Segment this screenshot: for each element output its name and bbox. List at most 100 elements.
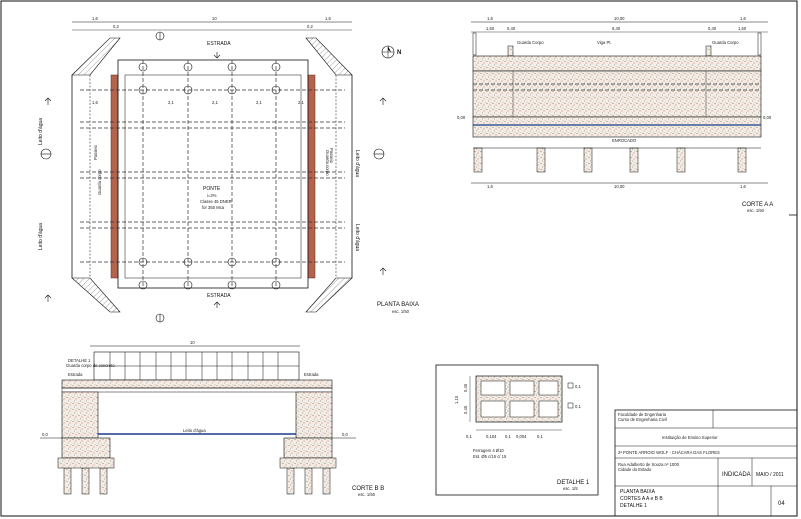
svg-text:6,40: 6,40: [612, 26, 621, 31]
svg-text:Guarda Corpo: Guarda Corpo: [517, 40, 544, 45]
plan-dim-2: 10: [212, 16, 217, 21]
svg-text:1,6: 1,6: [740, 16, 746, 21]
section-bb-piles: [63, 467, 331, 495]
svg-text:0,40: 0,40: [507, 26, 516, 31]
svg-text:Guarda corpo: Guarda corpo: [97, 169, 102, 195]
tb-author: Rua Adalberto de Souza nº 1000: [618, 462, 680, 467]
svg-text:1,10: 1,10: [454, 395, 459, 404]
svg-text:1,50: 1,50: [738, 26, 747, 31]
svg-text:1,6: 1,6: [487, 184, 493, 189]
section-aa-piles: [473, 147, 747, 173]
section-marker-b-top: [155, 31, 165, 41]
svg-text:2,1: 2,1: [256, 100, 262, 105]
svg-text:0,0: 0,0: [342, 432, 348, 437]
svg-text:0,00: 0,00: [457, 115, 466, 120]
title-block: Faculdade de Engenharia Curso de Engenha…: [614, 409, 798, 517]
plan-water-right-2: Leito d'água: [354, 224, 360, 251]
tb-subject: 2ª PONTE ARROIO WOLF - CHÁCARA DAS FLORE…: [618, 450, 720, 455]
svg-text:Estrada: Estrada: [304, 372, 319, 377]
svg-text:10,00: 10,00: [614, 184, 625, 189]
svg-text:Viga Pt.: Viga Pt.: [597, 40, 612, 45]
tb-author2: Cidade do Estado: [618, 467, 652, 472]
section-bb-title: CORTE B B: [352, 486, 384, 492]
svg-text:0,1: 0,1: [575, 404, 581, 409]
tb-course: Curso de Engenharia Civil: [618, 417, 667, 422]
section-marker-b-bottom: [155, 313, 165, 323]
svg-text:2,1: 2,1: [168, 100, 174, 105]
pile-markers-top: [138, 62, 281, 290]
passeio-left: [110, 74, 119, 279]
svg-text:DETALHE 1: DETALHE 1: [68, 358, 91, 363]
section-aa-title: CORTE A A: [742, 202, 773, 208]
svg-text:Passeio: Passeio: [93, 144, 98, 160]
section-aa-scale: esc. 1/50: [747, 208, 765, 213]
svg-text:Guarda Corpo: Guarda Corpo: [712, 40, 739, 45]
section-bb-bed: Leito d'água: [183, 428, 206, 433]
tb-sheet: 04: [778, 501, 785, 507]
plan-water-left-1: Leito d'água: [38, 118, 44, 145]
section-marker-a-right: [373, 148, 385, 160]
svg-text:0,40: 0,40: [708, 26, 717, 31]
svg-text:Passeio: Passeio: [329, 148, 334, 164]
section-bb: 10 DETALHE 1 Guarda corpo de concreto: [40, 340, 384, 497]
svg-text:0,00: 0,00: [763, 115, 772, 120]
tb-company: Faculdade de Engenharia: [618, 412, 667, 417]
plan-scale: esc. 1/50: [392, 309, 410, 314]
section-bb-scale: esc. 1/50: [358, 492, 376, 497]
svg-text:1,50: 1,50: [486, 26, 495, 31]
detail-rebar-1: Ferragem 4 Ø10: [473, 448, 504, 453]
svg-text:Estrada: Estrada: [68, 372, 83, 377]
passeio-right: [307, 74, 316, 279]
detail-1: 0,45 0,45 1,10 0,1 0,104 0,1 0,004 0,1 0…: [435, 364, 599, 496]
svg-text:Guarda corpo de concreto: Guarda corpo de concreto: [66, 363, 115, 368]
section-aa-center-label: ENROCADO: [612, 138, 637, 143]
svg-text:1,6: 1,6: [92, 100, 98, 105]
svg-text:0,1: 0,1: [466, 434, 472, 439]
tb-scale: INDICADA: [722, 472, 751, 478]
detail-title: DETALHE 1: [557, 480, 590, 486]
plan-dim-3: 1,6: [325, 16, 331, 21]
tb-content-2: CORTES A A e B B: [620, 496, 663, 502]
svg-text:0,1: 0,1: [505, 434, 511, 439]
svg-text:for 350 Mca: for 350 Mca: [202, 205, 225, 210]
plan-title: PLANTA BAIXA: [377, 302, 419, 308]
svg-text:Guarda corpo: Guarda corpo: [325, 150, 330, 176]
plan-road-bottom: ESTRADA: [207, 293, 231, 299]
plan-water-left-2: Leito d'água: [38, 223, 44, 250]
section-aa: 1,6 10,00 1,6 1,50 0,40 6,40 0,40 1,50 G…: [457, 16, 773, 213]
svg-text:Classe 45 DNER: Classe 45 DNER: [200, 199, 232, 204]
tb-project: Instituição de Ensino Superior: [662, 435, 718, 440]
section-marker-a-left: [40, 148, 52, 160]
tb-content-3: DETALHE 1: [620, 503, 647, 509]
svg-text:0,45: 0,45: [463, 405, 468, 414]
svg-text:0,2: 0,2: [307, 24, 313, 29]
svg-text:0,104: 0,104: [486, 434, 497, 439]
north-arrow-icon: [381, 45, 395, 59]
abutment-left: [61, 391, 99, 439]
north-label: N: [397, 50, 401, 56]
plan-view: 1,6 10 1,6 0,2 0,2: [38, 16, 419, 323]
svg-text:10: 10: [190, 340, 195, 345]
tb-content-1: PLANTA BAIXA: [620, 489, 656, 495]
svg-text:2,1: 2,1: [212, 100, 218, 105]
svg-text:1,6: 1,6: [487, 16, 493, 21]
svg-text:0,004: 0,004: [516, 434, 527, 439]
plan-dim-1: 1,6: [92, 16, 98, 21]
section-aa-deck: [472, 55, 762, 72]
svg-text:2,1: 2,1: [298, 100, 304, 105]
svg-text:0,1: 0,1: [537, 434, 543, 439]
detail-rebar-2: Est. Ø5 c/15 c/ 15: [473, 454, 507, 459]
plan-water-right-1: Leito d'água: [354, 150, 360, 177]
svg-text:0,0: 0,0: [42, 432, 48, 437]
detail-frame: [435, 364, 599, 496]
plan-road-top: ESTRADA: [207, 41, 231, 47]
abutment-right: [295, 391, 333, 439]
plan-center-label: PONTE: [203, 186, 221, 192]
svg-text:0,2: 0,2: [113, 24, 119, 29]
svg-text:1,6: 1,6: [740, 184, 746, 189]
svg-text:10,00: 10,00: [614, 16, 625, 21]
svg-text:0,1: 0,1: [575, 384, 581, 389]
svg-text:i=3%: i=3%: [207, 193, 217, 198]
